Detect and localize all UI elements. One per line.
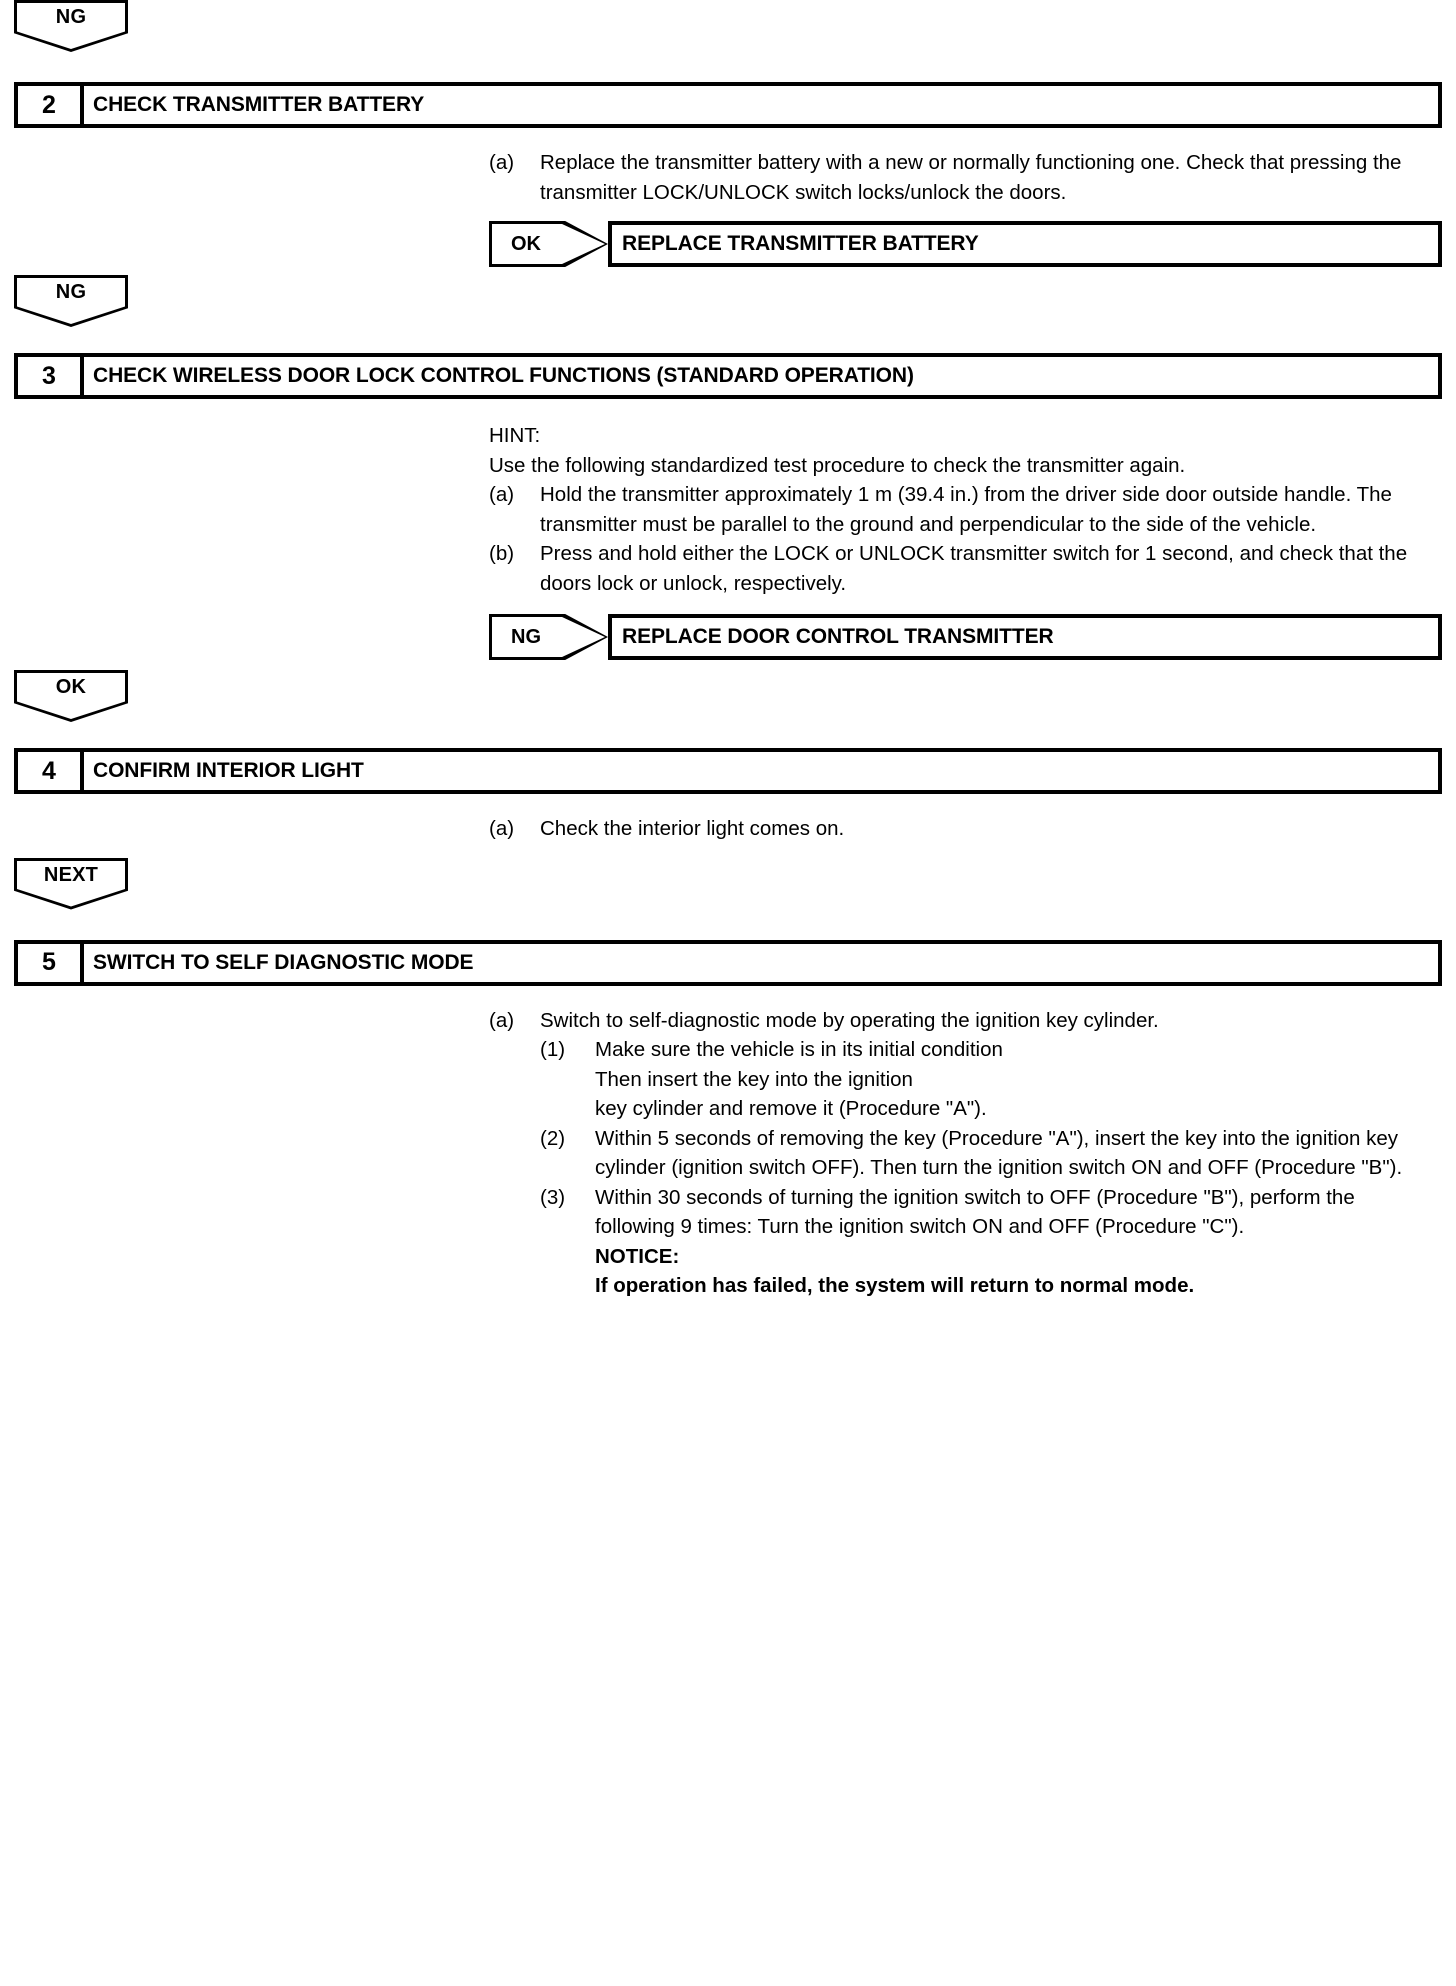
- step-2-body: (a) Replace the transmitter battery with…: [14, 148, 1442, 207]
- connector-label: NG: [55, 281, 87, 303]
- substep-item: (2) Within 5 seconds of removing the key…: [489, 1124, 1432, 1183]
- substep-line: Make sure the vehicle is in its initial …: [595, 1038, 1003, 1061]
- procedure-text: Hold the transmitter approximately 1 m (…: [540, 483, 1392, 536]
- notice-heading: NOTICE:: [595, 1244, 680, 1268]
- step-header-5: 5 SWITCH TO SELF DIAGNOSTIC MODE: [14, 939, 1442, 986]
- substep-line: key cylinder and remove it (Procedure "A…: [595, 1097, 987, 1120]
- procedure-marker: (a): [489, 151, 515, 174]
- notice-text: If operation has failed, the system will…: [595, 1274, 1195, 1297]
- substep-body: Within 30 seconds of turning the ignitio…: [595, 1185, 1355, 1239]
- substep-marker: (3): [540, 1185, 566, 1209]
- procedure-item: (a) Check the interior light comes on.: [489, 814, 1432, 844]
- flow-connector-next-after-step-4: NEXT: [14, 857, 128, 910]
- substep-line: Then insert the key into the ignition: [595, 1067, 913, 1091]
- result-box: REPLACE TRANSMITTER BATTERY: [608, 221, 1442, 267]
- hint-heading: HINT:: [489, 424, 541, 447]
- connector-label: NG: [55, 6, 87, 28]
- result-row-step-2: OK REPLACE TRANSMITTER BATTERY: [14, 221, 1442, 267]
- flow-connector-ok-after-step-3: OK: [14, 670, 128, 722]
- result-row-step-3: NG REPLACE DOOR CONTROL TRANSMITTER: [14, 614, 1442, 660]
- procedure-text: Replace the transmitter battery with a n…: [540, 151, 1402, 204]
- substep-text: Within 30 seconds of turning the ignitio…: [595, 1183, 1432, 1301]
- substep-marker: (1): [540, 1038, 566, 1061]
- procedure-marker: (a): [489, 483, 515, 506]
- procedure-item: (b) Press and hold either the LOCK or UN…: [489, 539, 1432, 598]
- substep-item: (3) Within 30 seconds of turning the ign…: [489, 1183, 1432, 1301]
- step-3-body: HINT: Use the following standardized tes…: [14, 421, 1442, 598]
- procedure-marker: (a): [489, 1008, 515, 1032]
- result-box: REPLACE DOOR CONTROL TRANSMITTER: [608, 614, 1442, 660]
- step-title: CHECK WIRELESS DOOR LOCK CONTROL FUNCTIO…: [93, 364, 914, 387]
- substep-text: Make sure the vehicle is in its initial …: [595, 1035, 1432, 1124]
- step-header-2: 2 CHECK TRANSMITTER BATTERY: [14, 82, 1442, 128]
- procedure-text: Switch to self-diagnostic mode by operat…: [540, 1008, 1159, 1032]
- procedure-text: Press and hold either the LOCK or UNLOCK…: [540, 542, 1408, 595]
- procedure-marker: (a): [489, 817, 515, 840]
- substep-text: Within 5 seconds of removing the key (Pr…: [595, 1126, 1403, 1180]
- connector-label: NEXT: [43, 863, 99, 886]
- procedure-text: Check the interior light comes on.: [540, 817, 845, 840]
- step-number: 2: [18, 86, 84, 124]
- step-number: 3: [18, 357, 84, 395]
- result-tag-label: OK: [511, 233, 541, 255]
- step-4-body: (a) Check the interior light comes on.: [14, 814, 1442, 844]
- step-header-4: 4 CONFIRM INTERIOR LIGHT: [14, 748, 1442, 794]
- substep-marker: (2): [540, 1126, 566, 1150]
- substep-item: (1) Make sure the vehicle is in its init…: [489, 1035, 1432, 1124]
- flow-connector-ng-top: NG: [14, 0, 128, 52]
- procedure-item: (a) Replace the transmitter battery with…: [489, 148, 1432, 207]
- step-header-3: 3 CHECK WIRELESS DOOR LOCK CONTROL FUNCT…: [14, 353, 1442, 399]
- result-tag-label: NG: [511, 626, 541, 648]
- step-number: 4: [18, 752, 84, 790]
- connector-label: OK: [55, 676, 87, 698]
- hint-text: Use the following standardized test proc…: [489, 453, 1186, 477]
- procedure-item: (a) Hold the transmitter approximately 1…: [489, 480, 1432, 539]
- step-title: CONFIRM INTERIOR LIGHT: [93, 759, 364, 782]
- procedure-item: (a) Switch to self-diagnostic mode by op…: [489, 1006, 1432, 1036]
- procedure-marker: (b): [489, 542, 515, 565]
- result-tag-ok: OK: [489, 221, 608, 267]
- step-5-body: (a) Switch to self-diagnostic mode by op…: [14, 1006, 1442, 1301]
- step-title: CHECK TRANSMITTER BATTERY: [93, 93, 425, 116]
- result-tag-ng: NG: [489, 614, 608, 660]
- step-title: SWITCH TO SELF DIAGNOSTIC MODE: [93, 950, 474, 974]
- step-number: 5: [18, 943, 84, 982]
- flow-connector-ng-after-step-2: NG: [14, 275, 128, 327]
